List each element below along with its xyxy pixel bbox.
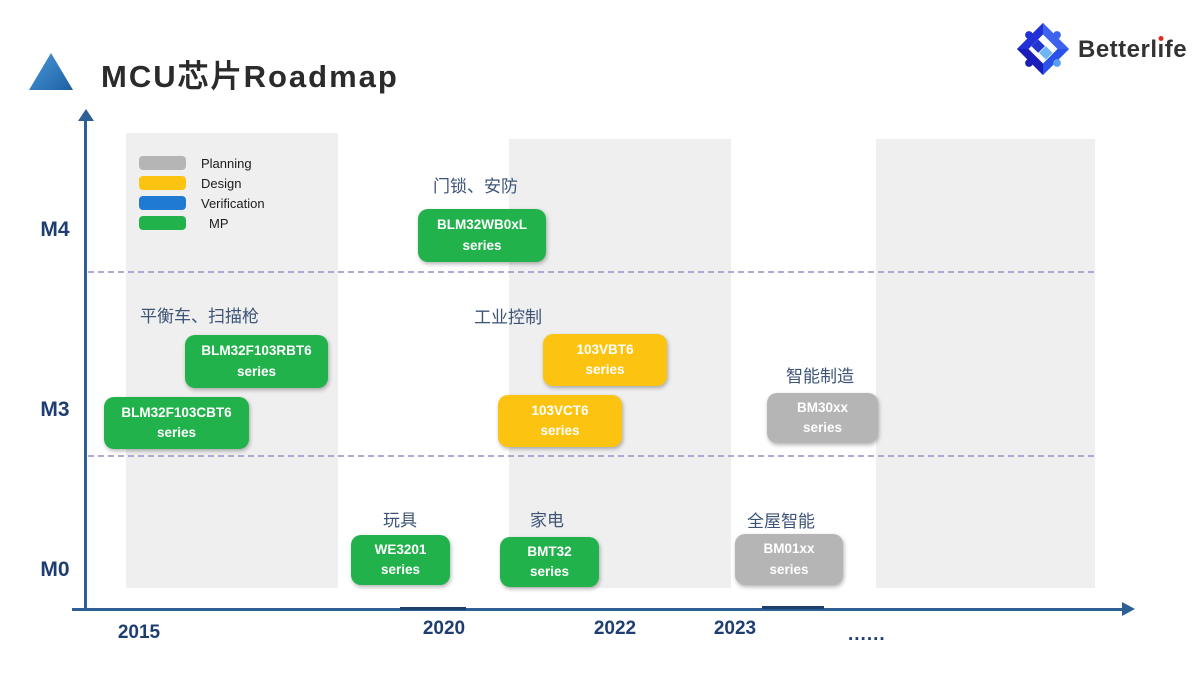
- chip-series: series: [540, 423, 580, 438]
- logo-wordmark: Betterlıfe: [1078, 36, 1187, 64]
- chip-name: BM30xx: [796, 399, 849, 415]
- category-appliance: 家电: [530, 511, 564, 530]
- x-axis-label-ellipsis: ......: [848, 624, 886, 645]
- legend-item-verification: Verification: [139, 193, 265, 213]
- chip-blm32f103rbt6: BLM32F103RBT6 series: [185, 335, 328, 388]
- chip-bm30xx: BM30xx series: [767, 393, 878, 443]
- y-axis-label-m4: M4: [40, 218, 70, 241]
- chip-name: BM01xx: [763, 541, 815, 557]
- x-axis-label-2022: 2022: [593, 618, 637, 639]
- x-axis-label-2023: 2023: [713, 618, 757, 639]
- logo-text-part2: fe: [1164, 36, 1188, 63]
- chip-bmt32: BMT32 series: [500, 537, 599, 587]
- legend-label: Design: [201, 175, 242, 191]
- logo-text-part1: Betterl: [1078, 36, 1158, 63]
- mp-swatch-icon: [139, 216, 186, 230]
- chip-103vct6: 103VCT6 series: [498, 395, 622, 447]
- chip-series: series: [462, 237, 502, 253]
- legend-item-mp: MP: [139, 213, 265, 233]
- chip-name: 103VBT6: [576, 341, 634, 357]
- logo-text-i: ı: [1157, 36, 1165, 63]
- chip-103vbt6: 103VBT6 series: [543, 334, 667, 386]
- chip-we3201: WE3201 series: [351, 535, 450, 585]
- chip-name: BLM32WB0xL: [436, 217, 527, 233]
- chip-name: 103VCT6: [531, 402, 589, 418]
- planning-swatch-icon: [139, 156, 186, 170]
- verification-swatch-icon: [139, 196, 186, 210]
- legend: Planning Design Verification MP: [139, 153, 265, 233]
- chip-series: series: [802, 420, 843, 435]
- chip-name: WE3201: [374, 541, 427, 557]
- chip-series: series: [585, 362, 625, 377]
- category-door-security: 门锁、安防: [433, 177, 518, 196]
- tier-separator-m4-m3: [88, 271, 1094, 273]
- chip-series: series: [769, 561, 809, 577]
- betterlife-logo: Betterlıfe: [1014, 20, 1187, 78]
- chip-series: series: [529, 564, 570, 579]
- y-axis-line: [84, 116, 87, 610]
- category-smart-mfg: 智能制造: [786, 367, 854, 386]
- x-axis-tick: [400, 607, 466, 610]
- y-axis-label-m3: M3: [40, 398, 70, 421]
- x-axis-arrow-icon: [1122, 602, 1135, 616]
- year-band-future: [876, 139, 1095, 588]
- chip-name: BLM32F103CBT6: [121, 404, 232, 420]
- legend-item-planning: Planning: [139, 153, 265, 173]
- title-triangle-icon: [29, 53, 73, 90]
- legend-item-design: Design: [139, 173, 265, 193]
- chip-series: series: [380, 562, 421, 577]
- category-whole-home: 全屋智能: [747, 512, 815, 531]
- x-axis-tick: [762, 606, 824, 609]
- design-swatch-icon: [139, 176, 186, 190]
- y-axis-arrow-icon: [78, 109, 94, 121]
- category-industrial: 工业控制: [474, 308, 542, 327]
- x-axis-line: [72, 608, 1125, 611]
- legend-label: Planning: [201, 155, 252, 171]
- page-title: MCU芯片Roadmap: [101, 59, 399, 94]
- legend-label: Verification: [201, 195, 265, 211]
- y-axis-label-m0: M0: [40, 558, 70, 581]
- chip-name: BMT32: [527, 543, 572, 559]
- x-axis-label-2020: 2020: [422, 618, 466, 639]
- legend-label: MP: [209, 215, 229, 231]
- chip-series: series: [236, 363, 277, 379]
- chip-name: BLM32F103RBT6: [201, 343, 312, 359]
- tier-separator-m3-m0: [88, 455, 1094, 457]
- category-toys: 玩具: [383, 511, 417, 530]
- chip-series: series: [156, 425, 197, 440]
- betterlife-diamond-icon: [1016, 22, 1070, 76]
- x-axis-label-2015: 2015: [117, 622, 161, 643]
- chip-bm01xx: BM01xx series: [735, 534, 843, 585]
- chip-blm32wb0xl: BLM32WB0xL series: [418, 209, 546, 262]
- category-balance-scanner: 平衡车、扫描枪: [140, 307, 259, 326]
- chip-blm32f103cbt6: BLM32F103CBT6 series: [104, 397, 249, 449]
